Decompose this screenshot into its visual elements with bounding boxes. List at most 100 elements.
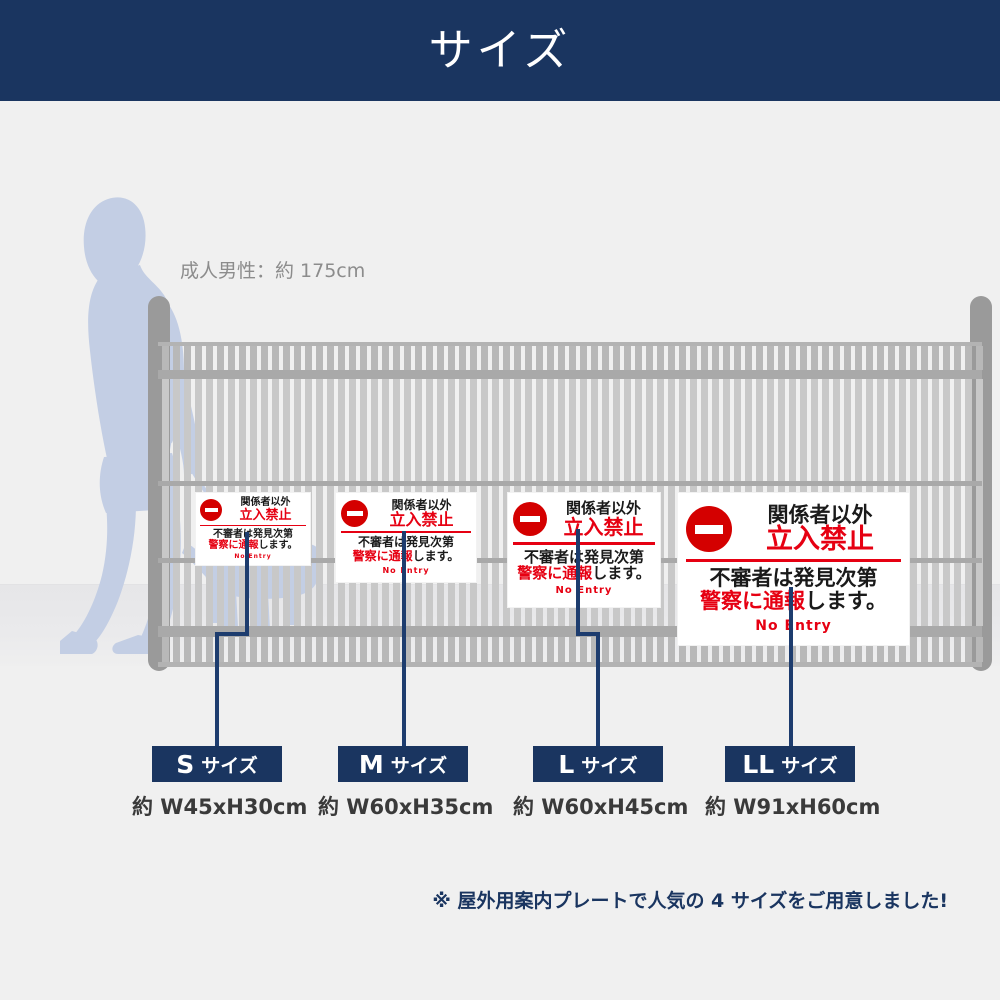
- fence-comb-bar: [459, 346, 466, 370]
- fence-comb-bar: [701, 637, 708, 662]
- fence-comb-bar: [261, 346, 268, 370]
- fence-comb-bar: [943, 637, 950, 662]
- fence-comb-bar: [184, 637, 191, 662]
- fence-comb-bar: [844, 637, 851, 662]
- fence-comb-bar: [822, 346, 829, 370]
- fence-comb-bar: [404, 637, 411, 662]
- fence-comb-bar: [206, 637, 213, 662]
- fence-comb-bar: [745, 637, 752, 662]
- fence-comb-bar: [481, 637, 488, 662]
- fence-comb-bar: [635, 637, 642, 662]
- leader-line-s-jog: [215, 632, 249, 636]
- sign-line-kankeisha: 関係者以外: [767, 503, 873, 527]
- fence-vertical-bar: [481, 379, 488, 626]
- fence-comb-bar: [459, 637, 466, 662]
- fence-comb-bar: [800, 637, 807, 662]
- size-dimensions-m: 約 W60xH35cm: [318, 795, 494, 819]
- fence-comb-bar: [250, 346, 257, 370]
- fence-comb-bar: [822, 637, 829, 662]
- fence-comb-bar: [756, 346, 763, 370]
- fence-comb-bar: [899, 637, 906, 662]
- sign-headline-group: 関係者以外立入禁止: [739, 504, 901, 554]
- fence-comb-bar: [855, 346, 862, 370]
- fence-comb-bar: [965, 637, 972, 662]
- fence-comb-bar: [283, 637, 290, 662]
- leader-line-s: [245, 532, 249, 636]
- sign-headline-group: 関係者以外立入禁止: [225, 497, 306, 523]
- sign-plate-ll[interactable]: 関係者以外立入禁止不審者は発見次第警察に通報します。No Entry: [678, 493, 909, 645]
- size-badge-ll[interactable]: LL サイズ: [725, 746, 855, 782]
- fence-comb-bar: [833, 346, 840, 370]
- fence-comb-bar: [250, 637, 257, 662]
- sign-line-no-entry: No Entry: [555, 584, 613, 596]
- fence-vertical-bar: [668, 379, 675, 626]
- fence-comb-bar: [470, 346, 477, 370]
- fence-comb-bar: [855, 637, 862, 662]
- fence-comb-bar: [932, 637, 939, 662]
- size-letter-l: L: [558, 749, 575, 779]
- no-entry-icon: [341, 500, 368, 528]
- fence-comb-bar: [580, 346, 587, 370]
- fence-comb-bar: [569, 637, 576, 662]
- fence-comb-bar: [657, 346, 664, 370]
- fence-comb-bar: [591, 637, 598, 662]
- leader-line-ll: [789, 587, 793, 750]
- fence-comb-bar: [602, 637, 609, 662]
- leader-line-l-jog: [576, 632, 600, 636]
- size-badge-l[interactable]: L サイズ: [533, 746, 663, 782]
- sign-divider: [341, 531, 471, 534]
- fence-comb-bar: [756, 637, 763, 662]
- fence-comb-bar: [690, 346, 697, 370]
- fence-comb-bar: [349, 637, 356, 662]
- fence-comb-bar: [338, 346, 345, 370]
- size-badge-m[interactable]: M サイズ: [338, 746, 468, 782]
- sign-line-tachiirikinshi: 立入禁止: [389, 509, 454, 529]
- sign-top-section: 関係者以外立入禁止: [341, 499, 471, 528]
- sign-line-fushinsha: 不審者は発見次第: [709, 565, 878, 590]
- sign-line-no-entry: No Entry: [382, 565, 430, 575]
- fence-vertical-bar: [162, 379, 169, 626]
- footer-note: ※ 屋外用案内プレートで人気の 4 サイズをご用意しました!: [432, 890, 948, 912]
- sign-bottom-section: 不審者は発見次第警察に通報します。No Entry: [200, 529, 306, 560]
- fence-vertical-bar: [492, 379, 499, 626]
- fence-comb-bar: [910, 637, 917, 662]
- fence-comb-bar: [679, 637, 686, 662]
- sign-line-tachiirikinshi: 立入禁止: [239, 507, 292, 523]
- fence-comb-bar: [437, 346, 444, 370]
- fence-comb-bar: [657, 637, 664, 662]
- page-title: サイズ: [428, 24, 572, 76]
- fence-comb-bar: [426, 346, 433, 370]
- fence-vertical-bar: [327, 379, 334, 626]
- size-badge-s[interactable]: S サイズ: [152, 746, 282, 782]
- fence-comb-bar: [371, 637, 378, 662]
- fence-comb-bar: [239, 637, 246, 662]
- fence-comb-bar: [316, 346, 323, 370]
- size-letter-m: M: [358, 749, 384, 779]
- fence-vertical-bar: [954, 379, 961, 626]
- no-entry-bar: [520, 516, 540, 523]
- fence-comb-bar: [162, 637, 169, 662]
- sign-line-kankeisha: 関係者以外: [240, 497, 291, 508]
- fence-comb-bar: [283, 346, 290, 370]
- fence-comb-bar: [327, 346, 334, 370]
- fence-comb-bar: [778, 346, 785, 370]
- sign-headline-group: 関係者以外立入禁止: [372, 499, 471, 528]
- sign-line-keisatsu: 警察に通報します。: [700, 588, 887, 613]
- sign-line-no-entry: No Entry: [234, 553, 272, 560]
- fence-comb-bar: [778, 637, 785, 662]
- sign-bottom-section: 不審者は発見次第警察に通報します。No Entry: [513, 549, 655, 596]
- fence-comb-bar: [327, 637, 334, 662]
- sign-line-kankeisha: 関係者以外: [565, 499, 641, 517]
- fence-comb-bar: [239, 346, 246, 370]
- fence-comb-bar: [173, 637, 180, 662]
- sign-plate-s[interactable]: 関係者以外立入禁止不審者は発見次第警察に通報します。No Entry: [196, 493, 310, 565]
- fence-comb-bar: [668, 637, 675, 662]
- illustration-stage: 成人男性：約 175cm 関係者以外立入禁止不審者は発見次第警察に通報します。N…: [0, 101, 1000, 1000]
- fence-comb-bar: [305, 346, 312, 370]
- fence-comb-bar: [294, 346, 301, 370]
- fence-comb-bar: [921, 637, 928, 662]
- fence-comb-bar: [558, 637, 565, 662]
- sign-plate-l[interactable]: 関係者以外立入禁止不審者は発見次第警察に通報します。No Entry: [508, 493, 660, 607]
- fence-vertical-bar: [173, 379, 180, 626]
